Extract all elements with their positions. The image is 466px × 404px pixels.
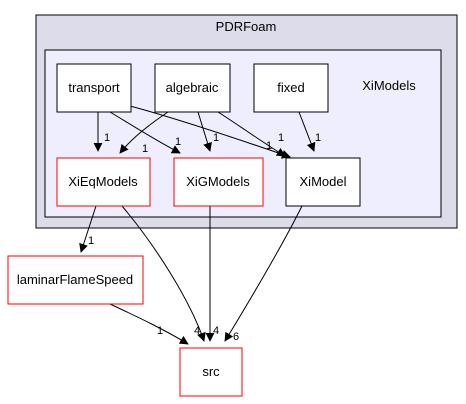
node-laminarflamespeed-label: laminarFlameSpeed (17, 272, 133, 287)
node-transport[interactable]: transport (56, 63, 132, 113)
edge-transport-xigmodels (109, 111, 181, 154)
node-src[interactable]: src (179, 347, 243, 397)
edge-label-laminarflamespeed-src: 1 (157, 325, 163, 337)
edge-label-algebraic-ximodel: 1 (278, 132, 284, 144)
edge-label-xieqmodels-src: 4 (194, 325, 200, 337)
cluster-ximodels-title: XiModels (362, 78, 416, 93)
edge-label-algebraic-xigmodels: 1 (213, 132, 219, 144)
edge-label-algebraic-xieqmodels: 1 (142, 143, 148, 155)
edge-label-transport-xieqmodels: 1 (104, 132, 110, 144)
node-src-label: src (202, 364, 220, 379)
edge-xieqmodels-src (121, 205, 206, 342)
edges (79, 105, 316, 345)
node-laminarflamespeed[interactable]: laminarFlameSpeed (7, 255, 144, 305)
edge-label-xieqmodels-laminarflamespeed: 1 (88, 235, 94, 247)
node-transport-label: transport (68, 80, 120, 95)
edge-laminarflamespeed-src (109, 303, 189, 345)
edge-label-ximodel-src: 6 (233, 331, 239, 343)
node-fixed-label: fixed (277, 80, 304, 95)
edge-algebraic-ximodel (217, 111, 286, 157)
node-algebraic-label: algebraic (166, 80, 219, 95)
edge-algebraic-xigmodels (197, 111, 212, 152)
node-ximodel[interactable]: XiModel (285, 157, 361, 207)
node-algebraic[interactable]: algebraic (154, 63, 231, 113)
edge-xieqmodels-laminarflamespeed (79, 205, 97, 253)
edge-labels: 1 1 1 1 1 1 1 1 4 4 6 1 (88, 132, 321, 343)
node-xigmodels[interactable]: XiGModels (173, 157, 264, 207)
node-xieqmodels[interactable]: XiEqModels (56, 157, 151, 207)
edge-label-transport-ximodel: 1 (266, 140, 272, 152)
node-ximodel-label: XiModel (300, 174, 347, 189)
node-fixed[interactable]: fixed (253, 63, 329, 113)
edge-algebraic-xieqmodels (119, 111, 169, 154)
edge-ximodel-src (224, 205, 303, 342)
node-xigmodels-label: XiGModels (186, 174, 250, 189)
edge-fixed-ximodel (298, 111, 316, 152)
edge-label-transport-xigmodels: 1 (175, 136, 181, 148)
edge-label-fixed-ximodel: 1 (315, 132, 321, 144)
cluster-pdrfoam-title: PDRFoam (216, 19, 277, 34)
node-xieqmodels-label: XiEqModels (68, 174, 138, 189)
edge-transport-ximodel (129, 105, 291, 159)
edge-label-xigmodels-src: 4 (213, 325, 219, 337)
